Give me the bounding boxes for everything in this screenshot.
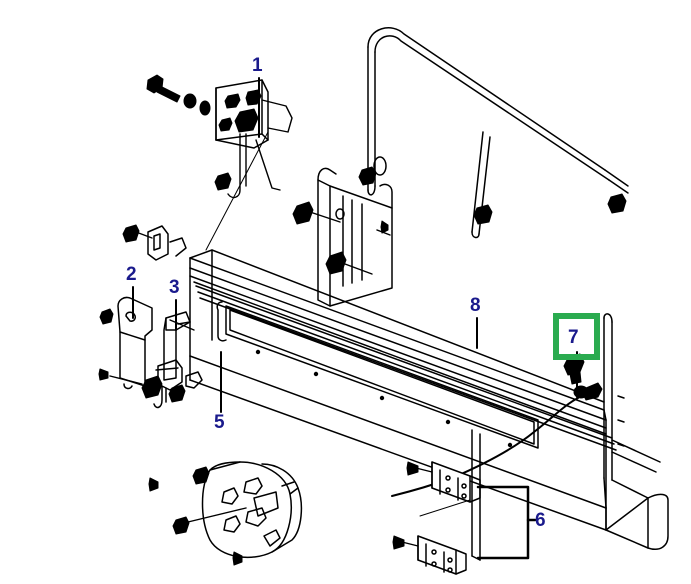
housing-hardware [148,466,243,566]
bulkhead-panel [189,249,607,531]
callout-number-8: 8 [470,295,481,316]
callout-7-highlight [553,313,600,360]
roll-bar-clamps [358,166,627,225]
latch-bolt [146,74,181,103]
window-aperture [216,301,539,449]
left-bolts [109,319,195,385]
callout-number-2: 2 [126,264,137,285]
latch-linkage [227,99,293,199]
hinge-bolt-shafts [393,465,433,547]
callout-number-5: 5 [214,412,225,433]
hinge-leaders [419,499,471,517]
callout-6-bracket [476,485,537,560]
callout-number-1: 1 [252,55,263,76]
pillar-fasteners [292,201,389,275]
roll-bar-tubing [367,27,629,239]
hinge-bolts [392,461,419,550]
upper-left-clip [147,225,187,261]
latch-alignment-line [205,131,269,251]
rear-body-side-panel [603,313,669,550]
panel-rivets [255,349,513,448]
housing-bolt-shafts [187,507,247,523]
callout-number-7: 7 [568,327,579,348]
upper-left-bolt [122,224,140,243]
latch-rod-clip [214,172,232,191]
latch-washers [183,93,211,116]
seal-trim-strip-8 [195,285,617,451]
round-housing-assembly [201,461,303,559]
latch-striker-bracket-2 [117,296,153,390]
body-pillar-upper [317,156,393,307]
lock-cylinder-assembly [153,359,203,409]
tailgate-pillar-lower [471,429,481,561]
pillar-bolts [309,211,391,275]
callout-number-3: 3 [169,277,180,298]
left-hardware [98,308,186,403]
callout-number-6: 6 [535,510,546,531]
latch-internal-mechanism [218,89,262,133]
hinge-lower-6 [417,535,467,575]
